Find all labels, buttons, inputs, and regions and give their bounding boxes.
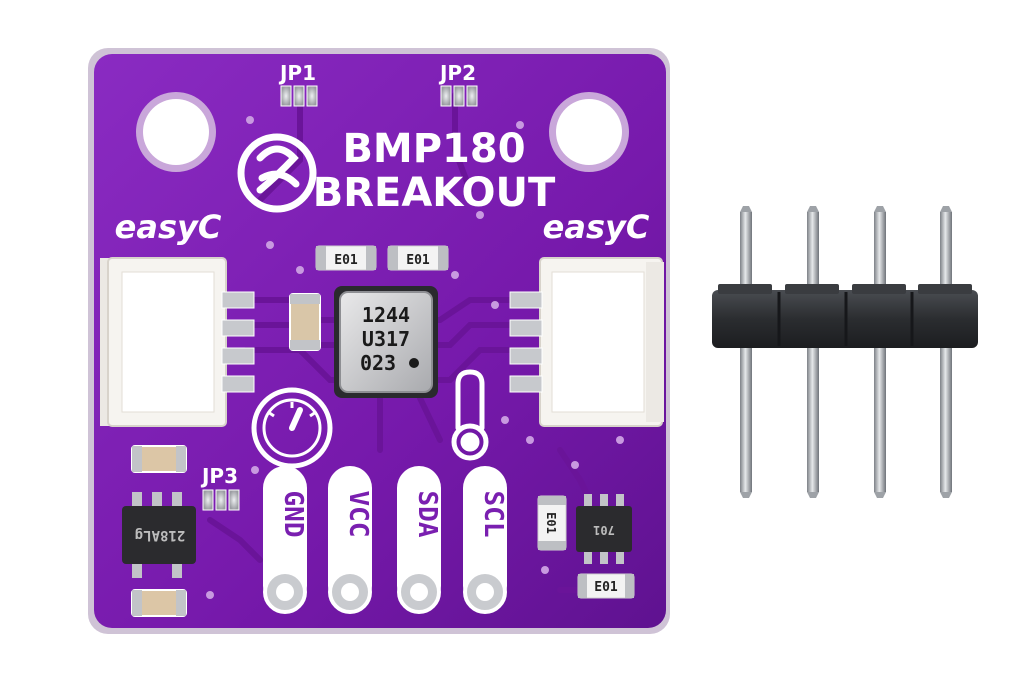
pin-label-scl: SCL [478, 491, 508, 538]
capacitor-left-bottom [131, 589, 187, 617]
board-title-line1: BMP180 [342, 126, 525, 172]
board-title-line2: BREAKOUT [313, 170, 556, 216]
sensor-marking-line2: U317 [362, 327, 410, 351]
header-pin [874, 206, 886, 498]
easyc-label-right: easyC [543, 208, 650, 246]
resistor-code: E01 [544, 512, 558, 534]
resistor-code: E01 [334, 253, 358, 268]
header-plastic-body [712, 284, 978, 348]
male-pin-header [712, 206, 978, 498]
pin-label-gnd: GND [278, 491, 308, 538]
resistor-lower-left: E01 [537, 495, 567, 551]
pin-header-pads: GND VCC SDA SCL [263, 466, 508, 614]
easyc-connector-right [509, 257, 664, 427]
jumper-jp3-pads [202, 489, 240, 511]
pcb-board: JP1 JP2 BMP180 BREAKOUT easyC easyC [88, 48, 670, 634]
pin1-dot [409, 358, 419, 368]
mounting-hole-right [556, 99, 622, 165]
jumper-jp2-pads [440, 85, 478, 107]
header-pin [940, 206, 952, 498]
sensor-marking-line1: 1244 [362, 303, 410, 327]
capacitor-left-top [131, 445, 187, 473]
resistor-code: E01 [406, 253, 430, 268]
jumper-jp1-label: JP1 [278, 61, 316, 85]
pcb-traces [207, 92, 623, 593]
easyc-label-left: easyC [115, 208, 222, 246]
bmp180-sensor-chip: 1244 U317 023 [334, 286, 438, 398]
regulator-ic: 218ALg [122, 492, 196, 578]
mounting-hole-left [143, 99, 209, 165]
easyc-connector-left [100, 257, 255, 427]
jumper-jp3-label: JP3 [200, 464, 238, 488]
resistor-top-left: E01 [315, 245, 377, 271]
sensor-marking-line3: 023 [360, 351, 396, 375]
regulator-marking: 218ALg [135, 527, 186, 543]
jumper-jp2-label: JP2 [438, 61, 476, 85]
brand-logo-icon [237, 133, 317, 213]
mosfet-marking: 701 [593, 523, 615, 537]
mosfet-ic: 701 [576, 494, 632, 564]
resistor-lower-right: E01 [577, 573, 635, 599]
pressure-gauge-icon [251, 387, 333, 469]
pin-label-sda: SDA [412, 491, 442, 538]
resistor-code: E01 [594, 580, 618, 595]
header-pin [807, 206, 819, 498]
resistor-top-right: E01 [387, 245, 449, 271]
pin-label-vcc: VCC [343, 491, 373, 538]
header-pin [740, 206, 752, 498]
capacitor-sensor [289, 293, 321, 351]
thermometer-icon [451, 369, 489, 461]
jumper-jp1-pads [280, 85, 318, 107]
